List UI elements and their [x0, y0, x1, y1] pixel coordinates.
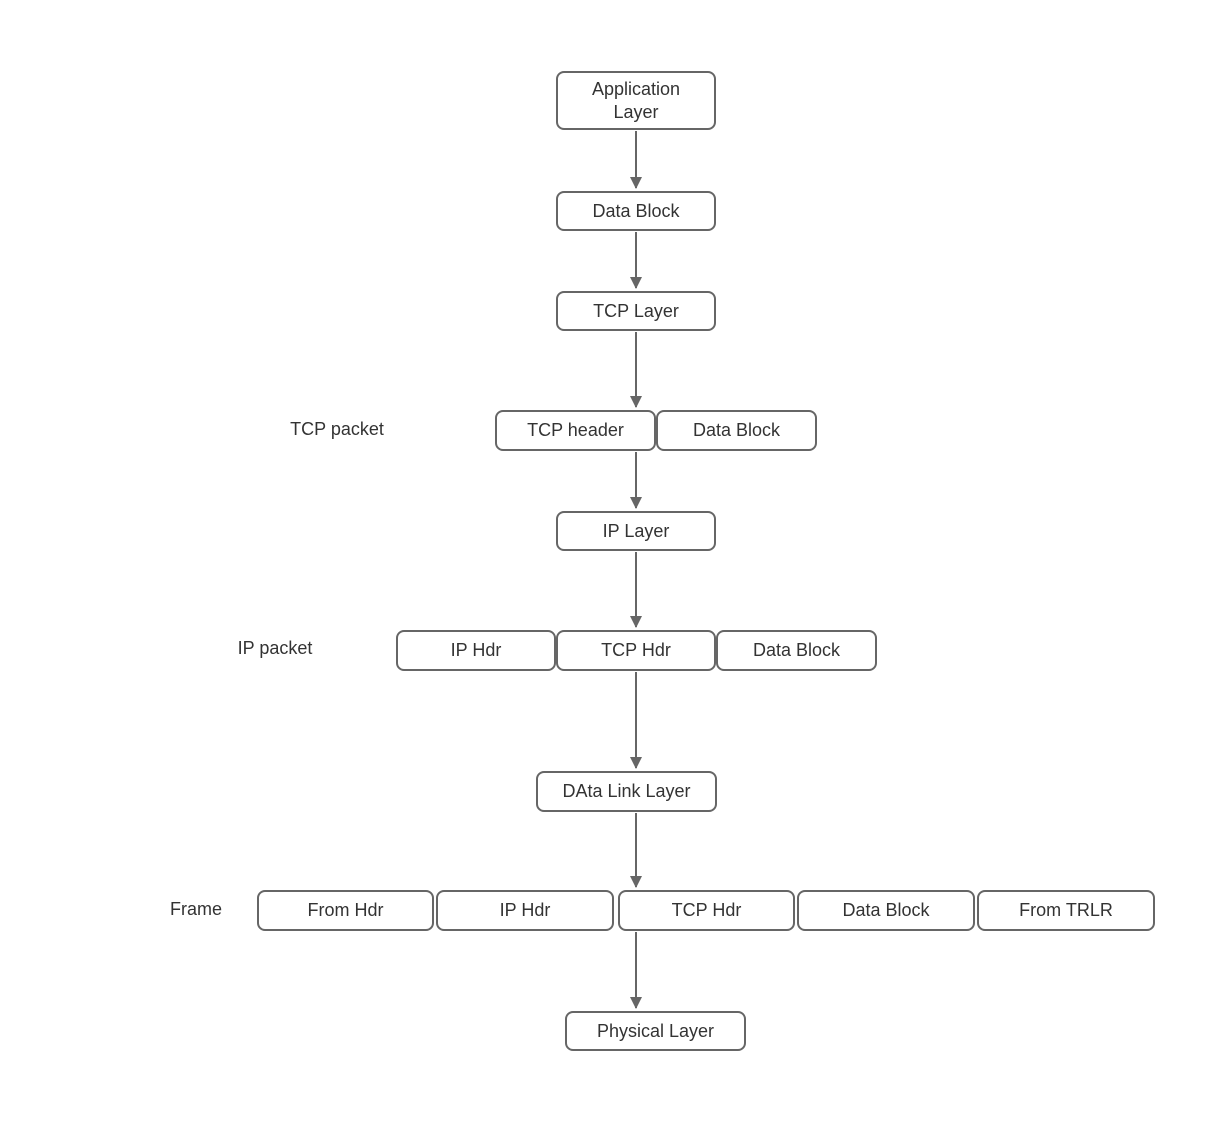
row-label-tcp-packet: TCP packet — [290, 419, 384, 439]
node-frame-from-hdr: From Hdr — [257, 890, 434, 931]
node-data-block-1: Data Block — [556, 191, 716, 231]
node-data-link-layer: DAta Link Layer — [536, 771, 717, 812]
node-ip-packet-ip-hdr: IP Hdr — [396, 630, 556, 671]
node-physical-layer: Physical Layer — [565, 1011, 746, 1051]
node-tcp-layer: TCP Layer — [556, 291, 716, 331]
node-ip-layer: IP Layer — [556, 511, 716, 551]
node-ip-packet-tcp-hdr: TCP Hdr — [556, 630, 716, 671]
node-frame-ip-hdr: IP Hdr — [436, 890, 614, 931]
node-application-layer: Application Layer — [556, 71, 716, 130]
node-frame-tcp-hdr: TCP Hdr — [618, 890, 795, 931]
node-frame-from-trlr: From TRLR — [977, 890, 1155, 931]
node-ip-packet-data-block: Data Block — [716, 630, 877, 671]
node-tcp-packet-data-block: Data Block — [656, 410, 817, 451]
row-label-frame: Frame — [169, 899, 222, 919]
node-tcp-packet-header: TCP header — [495, 410, 656, 451]
node-frame-data-block: Data Block — [797, 890, 975, 931]
row-label-ip-packet: IP packet — [237, 638, 313, 658]
